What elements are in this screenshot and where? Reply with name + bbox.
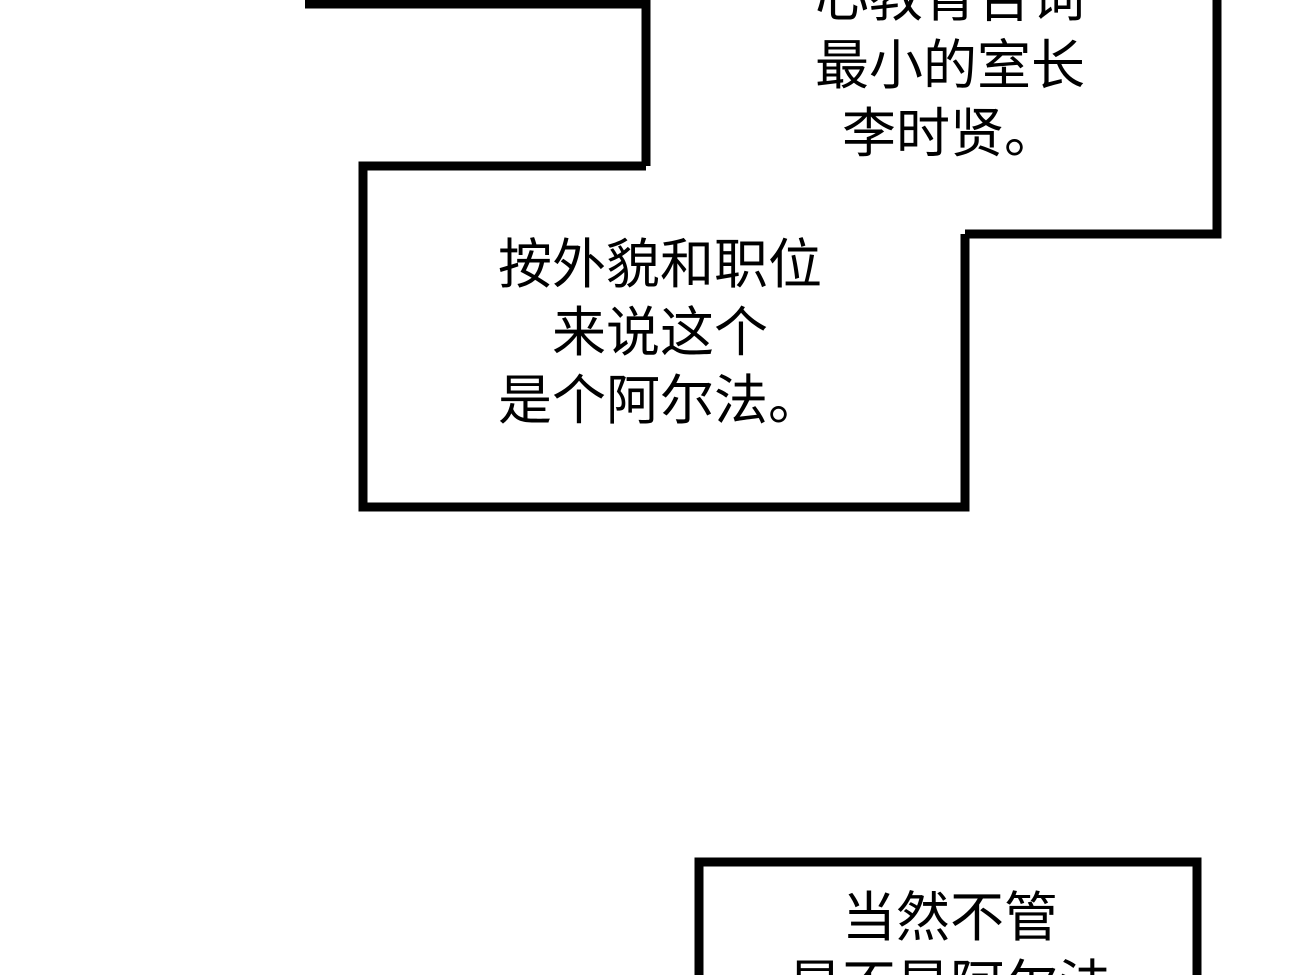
caption-line: 是个阿尔法。	[498, 369, 822, 432]
caption-line: 来说这个	[552, 301, 768, 364]
caption-box-bottom-border	[694, 857, 1202, 975]
caption-box-top-right-border	[965, 0, 1222, 239]
caption-middle-text: 按外貌和职位 来说这个 是个阿尔法。	[440, 231, 880, 435]
caption-box-middle-border	[358, 161, 970, 512]
caption-line: 按外貌和职位	[498, 233, 822, 296]
caption-bottom-text: 当然不管 是不是阿尔法	[740, 884, 1160, 975]
caption-line: 最小的室长	[815, 34, 1085, 97]
caption-line: 心教育告词	[740, 0, 1160, 32]
caption-line: 是不是阿尔法	[740, 952, 1160, 975]
caption-box-top-border	[305, 0, 651, 166]
caption-line: 李时贤。	[842, 102, 1058, 165]
caption-line: 当然不管	[842, 886, 1058, 949]
caption-top-text: 心教育告词 最小的室长 李时贤。	[740, 0, 1160, 168]
